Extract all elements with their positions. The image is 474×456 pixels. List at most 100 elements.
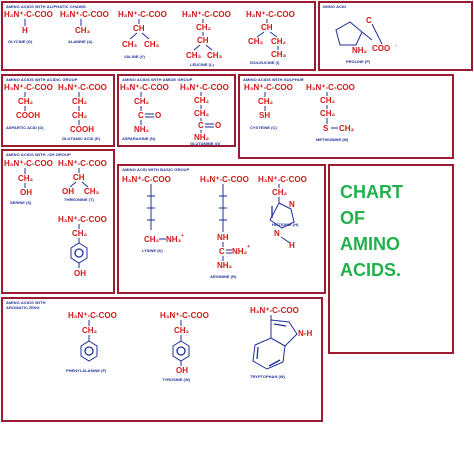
cooh-group: COOH (16, 111, 40, 120)
hydroxyl-oh: OH (176, 366, 188, 375)
guanidino-nh: NH (217, 233, 229, 242)
charge-minus: - (104, 9, 106, 15)
bond-line (205, 44, 213, 51)
backbone-formula: H₃N⁺-C-COO (246, 10, 295, 19)
charge-minus: - (48, 82, 50, 88)
charge-plus: + (181, 233, 184, 239)
side-chain-h: H (22, 26, 28, 35)
ring-nh: N-H (298, 329, 312, 338)
backbone-formula: H₃N⁺-C-COO (182, 10, 231, 19)
ring-shape (252, 337, 286, 370)
charge-minus: - (350, 82, 352, 88)
aromatic-ring-circle (74, 248, 84, 258)
panel-title: AMINO ACIDS WITH SULPHUR (243, 77, 304, 82)
methyl-1: CH₃ (122, 40, 138, 49)
backbone-formula: H₃N⁺-C-COO (180, 83, 229, 92)
charge-minus: - (294, 305, 296, 311)
molecule-tryptophan: H₃N⁺-C-COO - N-H TRYPTOPHAN (W) (250, 305, 312, 379)
backbone-formula: H₃N⁺-C-COO (4, 83, 53, 92)
lysine-name: LYSINE (K) (142, 248, 163, 253)
carbonyl-c: C (138, 111, 144, 120)
sulfur-s: S (323, 124, 329, 133)
aspartic-name: ASPARTIC ACID (D) (6, 125, 44, 130)
backbone-formula: H₃N⁺-C-COO (58, 159, 107, 168)
molecule-cysteine: H₃N⁺-C-COO - CH₂ SH CYSTEINE (C) (244, 82, 293, 130)
side-chain-ch: CH (197, 36, 209, 45)
panel-aliphatic: AMINO ACIDS WITH ALIPHATIC CHAINS (1, 1, 316, 71)
charge-minus: - (166, 174, 168, 180)
chart-title-line-4: ACIDS. (340, 260, 402, 280)
ring-n: N (289, 200, 295, 209)
side-chain-ch: CH (261, 23, 273, 32)
hydroxyl-oh: OH (20, 188, 32, 197)
leucine-name: LEUCINE (L) (190, 62, 214, 67)
threonine-name: THREONINE (T) (64, 197, 94, 202)
ch2-group: CH₂ (134, 97, 150, 106)
bond-line (69, 181, 77, 188)
bond-line (269, 31, 278, 38)
charge-minus: - (224, 82, 226, 88)
backbone-formula: H₃N⁺-C-COO (68, 311, 117, 320)
panel-imino: IMINO ACID (318, 1, 473, 71)
arginine-name: ARGININE (R) (210, 274, 237, 279)
bond-line (256, 31, 265, 38)
carbonyl-c: C (198, 121, 204, 130)
hydroxyl-oh: OH (62, 187, 74, 196)
proline-name: PROLINE (P) (346, 59, 371, 64)
chart-title-line-1: CHART (340, 182, 403, 202)
charge-minus: - (204, 310, 206, 316)
bond-line (361, 31, 373, 41)
backbone-formula: H₃N⁺-C-COO (200, 175, 249, 184)
ch2-group: CH₂ (82, 326, 98, 335)
methyl: CH₃ (339, 124, 355, 133)
charge-minus: - (48, 158, 50, 164)
panel-title: AMINO ACIDS WITH AMIDE GROUP (122, 77, 193, 82)
molecule-alanine: H₃N⁺-C-COO - CH₃ ALANINE (A) (60, 9, 109, 44)
backbone-formula: H₃N⁺-C-COO (258, 175, 307, 184)
amide-nh2: NH₂ (194, 133, 210, 142)
backbone-formula: H₃N⁺-C-COO (58, 215, 107, 224)
glutamic-name: GLUTAMIC ACID (E) (62, 136, 101, 141)
ch2-group-2: CH₂ (72, 111, 88, 120)
ring-h: H (289, 241, 295, 250)
guanidino-nh2-b: NH₂ (217, 261, 233, 270)
bond-line (256, 346, 259, 360)
methyl-2: CH₃ (144, 40, 160, 49)
molecule-methionine: H₃N⁺-C-COO - CH₂ CH₂ S CH₃ METHIONINE (M… (306, 82, 355, 142)
carbonyl-o: O (155, 111, 161, 120)
molecule-glutamic-acid: H₃N⁺-C-COO - CH₂ CH₂ COOH GLUTAMIC ACID … (58, 82, 107, 141)
hydroxyl-oh: OH (74, 269, 86, 278)
bond-line (141, 32, 150, 40)
valine-name: VALINE (V) (124, 54, 145, 59)
molecule-aspartic-acid: H₃N⁺-C-COO - CH₂ COOH ASPARTIC ACID (D) (4, 82, 53, 130)
histidine-name: HISTIDINE (H) (272, 222, 299, 227)
charge-plus: + (247, 244, 250, 250)
chart-title-line-3: AMINO (340, 234, 400, 254)
panel-title: AMINO ACIDS WITH ACIDIC GROUP (6, 77, 78, 82)
panel-basic: AMINO ACID WITH BASIC GROUP (117, 164, 326, 294)
bond-line (371, 23, 383, 45)
backbone-formula: H₃N⁺-C-COO (122, 175, 171, 184)
molecule-histidine: H₃N⁺-C-COO - CH₂ N N H HISTIDINE (H) (258, 174, 307, 250)
ring-shape (70, 242, 88, 264)
molecule-proline: NH₂ C COO - PROLINE (P) (335, 16, 397, 64)
backbone-formula: H₃N⁺-C-COO (306, 83, 355, 92)
side-chain-ch3: CH₃ (75, 26, 91, 35)
methyl: CH₃ (84, 187, 100, 196)
bond-line (335, 21, 363, 46)
ch2-group: CH₂ (72, 229, 88, 238)
ch2-group: CH₂ (144, 235, 160, 244)
backbone-formula: H₃N⁺-C-COO (58, 83, 107, 92)
molecule-leucine: H₃N⁺-C-COO - CH₂ CH CH₃ CH₃ LEUCINE (L) (182, 9, 231, 67)
bond-line (193, 44, 201, 51)
serine-name: SERINE (S) (10, 200, 32, 205)
ch2-group: CH₂ (271, 37, 287, 46)
ring-shape (270, 319, 298, 347)
methionine-name: METHIONINE (M) (316, 137, 349, 142)
cooh-group: COOH (70, 125, 94, 134)
charge-minus: - (48, 9, 50, 15)
backbone-formula: H₃N⁺-C-COO (120, 83, 169, 92)
panel-title: AMINO ACIDS WITH AROMATIC RING (6, 300, 46, 310)
methyl-2: CH₃ (271, 50, 287, 59)
ammonium: NH₃ (166, 235, 182, 244)
